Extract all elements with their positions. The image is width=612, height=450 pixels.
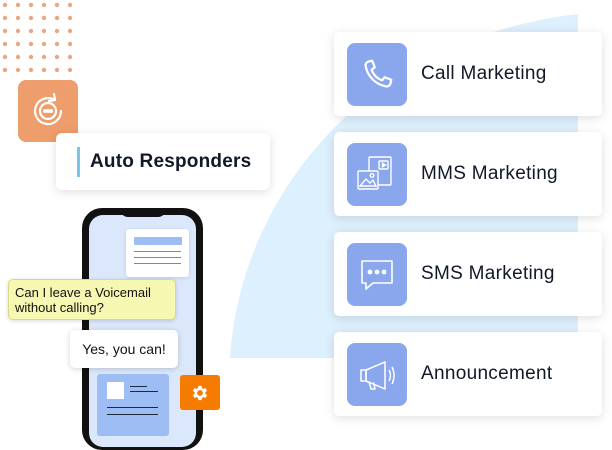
media-icon [357,155,392,190]
phone-notch [120,208,166,217]
message-card [126,229,189,277]
document-card [97,374,169,436]
gear-icon [192,385,208,400]
settings-tile[interactable] [180,375,220,410]
service-label: Announcement [421,363,553,384]
auto-responders-label: Auto Responders [90,150,252,172]
service-icon-tile [347,243,407,306]
chat-cycle-tile [18,80,78,142]
service-icon-tile [347,143,407,206]
service-icon-tile [347,43,407,106]
accent-bar [77,146,80,177]
service-card-call-marketing[interactable]: Call Marketing [334,32,602,116]
phone-icon [364,59,393,88]
answer-bubble: Yes, you can! [70,330,178,368]
service-label: SMS Marketing [421,263,555,284]
service-label: Call Marketing [421,63,547,84]
auto-responders-card[interactable]: Auto Responders [56,133,270,190]
service-card-mms-marketing[interactable]: MMS Marketing [334,132,602,216]
chat-dots-icon [361,259,393,290]
service-card-sms-marketing[interactable]: SMS Marketing [334,232,602,316]
megaphone-icon [360,360,395,390]
service-label: MMS Marketing [421,163,558,184]
question-bubble: Can I leave a Voicemail without calling? [8,279,176,320]
service-icon-tile [347,343,407,406]
chat-cycle-icon [33,92,63,126]
service-card-announcement[interactable]: Announcement [334,332,602,416]
dot-pattern [2,2,73,73]
